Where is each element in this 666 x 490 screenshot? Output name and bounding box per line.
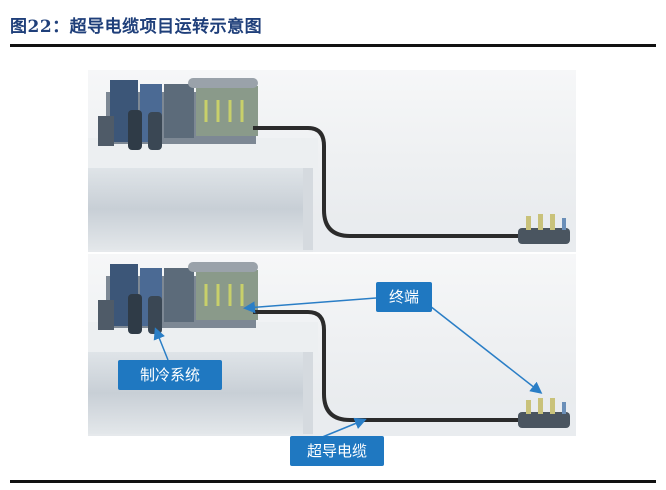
trench-wall bbox=[303, 352, 313, 434]
bottom-rule bbox=[10, 480, 656, 483]
cable-terminal bbox=[518, 398, 570, 428]
scene-bottom-drawing bbox=[88, 254, 576, 436]
scene-top bbox=[88, 70, 576, 252]
superconducting-cable bbox=[253, 310, 520, 422]
cable-terminal bbox=[518, 214, 570, 244]
superconducting-cable bbox=[253, 126, 520, 238]
refrigeration-equipment bbox=[98, 78, 258, 150]
figure-title: 图22：超导电缆项目运转示意图 bbox=[10, 17, 263, 37]
refrigeration-equipment bbox=[98, 262, 258, 334]
trench-wall bbox=[303, 168, 313, 250]
cable-label: 超导电缆 bbox=[290, 436, 384, 466]
trench bbox=[88, 168, 303, 250]
scene-top-drawing bbox=[88, 70, 576, 252]
terminal-label: 终端 bbox=[376, 282, 432, 312]
top-rule bbox=[10, 44, 656, 47]
scene-bottom bbox=[88, 254, 576, 436]
refrigeration-label: 制冷系统 bbox=[118, 360, 222, 390]
